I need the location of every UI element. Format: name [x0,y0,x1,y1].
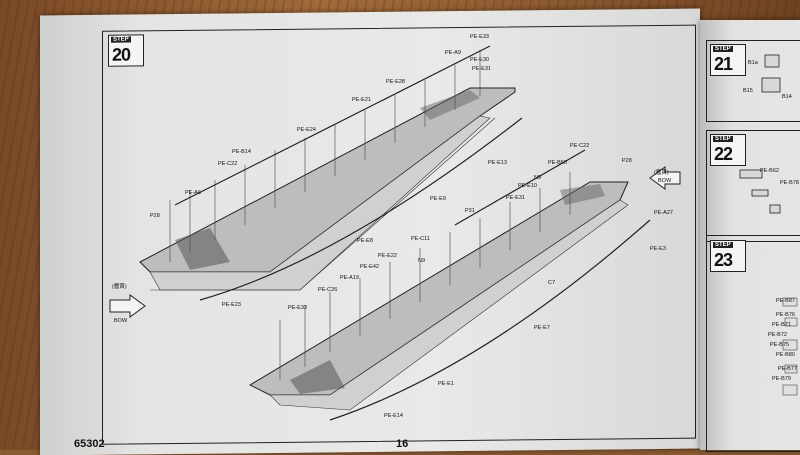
part-label: PE-E14 [384,413,403,419]
part-label: PE-B75 [770,342,789,348]
part-label: PE-E22 [378,253,397,259]
step-21-badge: STEP 21 [710,44,746,76]
part-label: PE-E1 [438,381,454,387]
part-label: PE-E30 [470,57,489,63]
part-label: PE-E42 [360,264,379,270]
step-22-parts-drawing [739,169,781,214]
bow-arrow-right-icon [649,166,681,190]
step-23-badge: STEP 23 [710,240,746,272]
part-label: PE-B14 [232,149,251,155]
bow-label: BOW [658,178,672,184]
part-label: PE-E3 [650,246,666,252]
step-21-frame [706,40,800,122]
part-label: P28 [150,213,160,219]
part-label: PE-E28 [386,79,405,85]
bow-label: BOW [114,318,128,324]
part-label: PE-E21 [352,97,371,103]
part-label: PE-E10 [518,183,537,189]
lower-ship-drawing [248,149,651,421]
part-label: PE-B87 [776,298,795,304]
part-label: PE-A27 [654,210,673,216]
part-label: PE-B77 [778,366,797,372]
part-label: PE-B76 [776,312,795,318]
part-label: P28 [622,158,632,164]
part-label: N9 [418,258,426,264]
instruction-page-right: STEP 21 STEP 22 STEP 23 [700,20,800,452]
part-label: B14 [782,94,792,100]
part-label: PE-E31 [472,66,491,72]
bow-label-cjk: (艦首) [112,284,127,290]
upper-ship-drawing [139,45,523,301]
part-label: B15 [743,88,753,94]
part-label: PE-E31 [506,195,525,201]
part-label: PE-C11 [411,236,430,242]
part-label: PE-B80 [776,352,795,358]
part-label: PE-A6 [185,190,201,196]
part-label: PE-E8 [357,238,373,244]
part-label: PE-E13 [488,160,507,166]
part-label: P31 [465,208,475,214]
part-label: PE-E33 [288,305,307,311]
part-label: PE-B71 [772,322,791,328]
part-label: PE-E33 [470,34,489,40]
bow-arrow-left-icon [109,294,146,318]
product-code: 65302 [74,438,105,450]
part-label: PE-C22 [218,161,238,167]
step-23-parts-drawing [782,297,798,396]
step-22-frame [706,130,800,242]
step-22-badge: STEP 22 [710,134,746,166]
part-label: PE-E7 [534,325,550,331]
part-label: B1a [748,60,758,66]
part-label: N9 [534,175,542,181]
step-21-parts-drawing [761,54,781,93]
part-label: PE-A9 [445,50,461,56]
part-label: PE-A19 [340,275,359,281]
part-label: PE-B78 [780,180,799,186]
part-label: C7 [548,280,556,286]
part-label: PE-B50 [548,160,567,166]
part-label: PE-E9 [430,196,446,202]
part-label: PE-B72 [768,332,787,338]
part-label: PE-C22 [570,143,590,149]
part-label: PE-C26 [318,287,338,293]
part-label: PE-B62 [760,168,779,174]
part-label: PE-B79 [772,376,791,382]
bow-label-cjk: (艦首) [654,170,669,176]
part-label: PE-E23 [222,302,241,308]
page-number: 16 [396,438,409,450]
part-label: PE-E24 [297,127,316,133]
